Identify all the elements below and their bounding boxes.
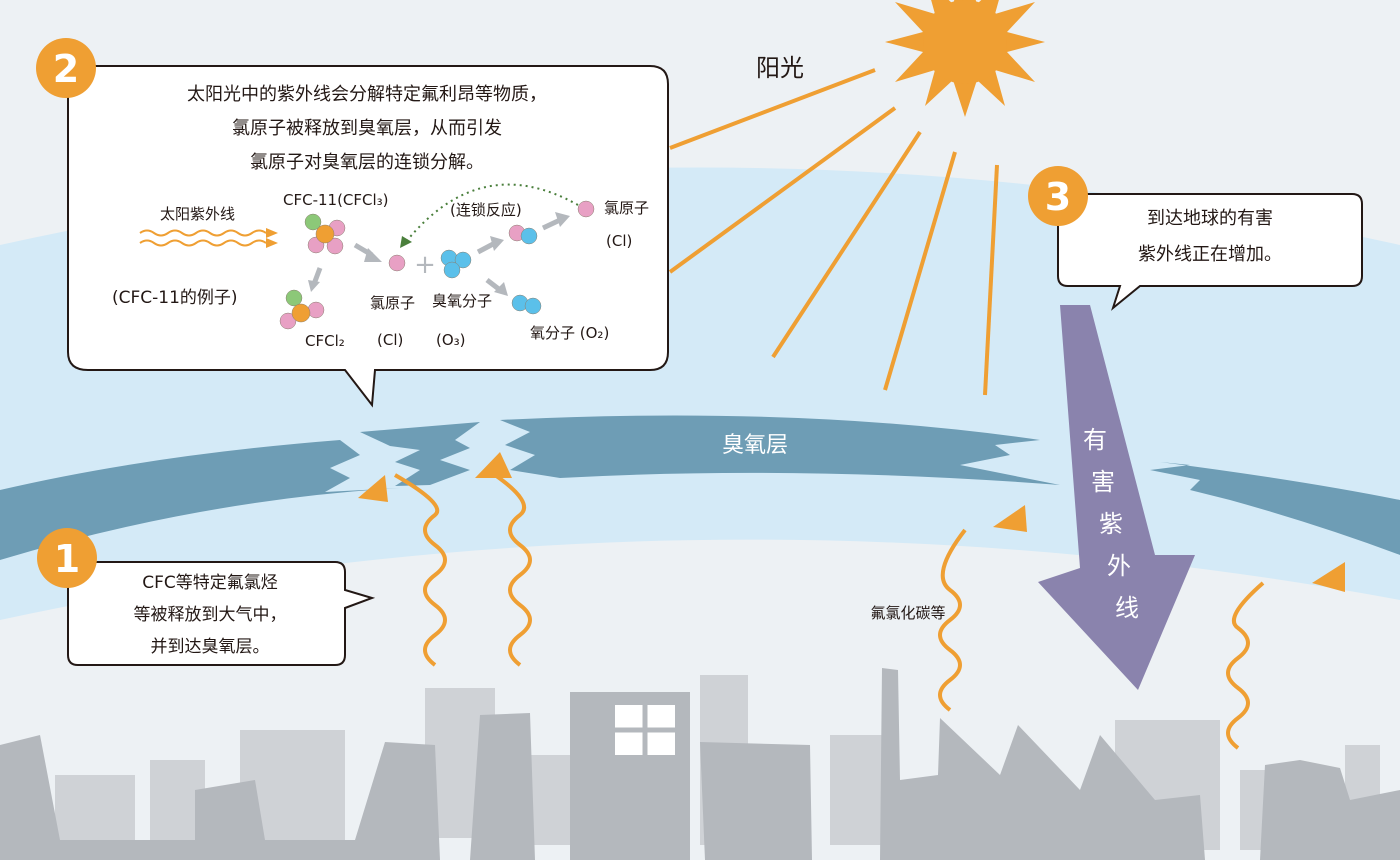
svg-text:氯原子对臭氧层的连锁分解。: 氯原子对臭氧层的连锁分解。 xyxy=(250,152,484,173)
sun-rays xyxy=(668,68,999,396)
svg-text:(连锁反应): (连锁反应) xyxy=(450,201,522,219)
svg-text:3: 3 xyxy=(1045,175,1071,219)
arrowhead-icons xyxy=(358,452,1345,592)
city-skyline xyxy=(0,668,1400,860)
svg-text:CFCl₂: CFCl₂ xyxy=(305,332,345,350)
svg-text:线: 线 xyxy=(1115,594,1139,622)
harmful-uv-arrow xyxy=(1038,305,1195,690)
svg-text:紫外线正在增加。: 紫外线正在增加。 xyxy=(1138,244,1282,265)
svg-text:CFC-11(CFCl₃): CFC-11(CFCl₃) xyxy=(283,191,389,209)
cfc-rising-arrows xyxy=(394,473,1265,750)
step-1-badge xyxy=(37,528,97,588)
ozone-layer-label: 臭氧层 xyxy=(722,433,788,458)
svg-text:氯原子: 氯原子 xyxy=(604,199,649,217)
callout-1: CFC等特定氟氯烃 等被释放到大气中， 并到达臭氧层。 1 xyxy=(37,528,376,666)
svg-text:(Cl): (Cl) xyxy=(377,331,403,349)
svg-text:CFC等特定氟氯烃: CFC等特定氟氯烃 xyxy=(142,573,278,593)
svg-text:太阳紫外线: 太阳紫外线 xyxy=(160,205,235,223)
svg-text:+: + xyxy=(414,250,436,280)
svg-text:害: 害 xyxy=(1091,468,1115,496)
svg-text:(CFC-11的例子): (CFC-11的例子) xyxy=(112,288,238,308)
svg-text:(Cl): (Cl) xyxy=(606,232,632,250)
svg-text:并到达臭氧层。: 并到达臭氧层。 xyxy=(151,637,270,657)
cfc-label: 氟氯化碳等 xyxy=(870,604,945,622)
sunlight-label: 阳光 xyxy=(756,54,804,82)
step-2-badge xyxy=(36,38,96,98)
svg-text:有: 有 xyxy=(1083,426,1107,454)
sun-icon xyxy=(885,0,1045,117)
svg-text:外: 外 xyxy=(1107,552,1131,580)
callout-3: 到达地球的有害 紫外线正在增加。 3 xyxy=(1028,166,1363,311)
svg-text:1: 1 xyxy=(54,537,80,581)
callout-2: 太阳光中的紫外线会分解特定氟利昂等物质， 氯原子被释放到臭氧层，从而引发 氯原子… xyxy=(36,38,669,408)
ozone-layer xyxy=(0,415,1400,560)
svg-text:氯原子: 氯原子 xyxy=(370,294,415,312)
svg-text:太阳光中的紫外线会分解特定氟利昂等物质，: 太阳光中的紫外线会分解特定氟利昂等物质， xyxy=(187,84,547,105)
svg-text:氧分子 (O₂): 氧分子 (O₂) xyxy=(530,324,609,342)
svg-text:臭氧分子: 臭氧分子 xyxy=(432,292,492,310)
step-3-badge xyxy=(1028,166,1088,226)
svg-text:紫: 紫 xyxy=(1099,510,1123,538)
svg-text:2: 2 xyxy=(53,47,79,91)
chain-reaction-arrow xyxy=(404,183,579,244)
svg-text:到达地球的有害: 到达地球的有害 xyxy=(1147,208,1273,229)
harmful-uv-label: 有 害 紫 外 线 xyxy=(1083,426,1139,622)
svg-text:(O₃): (O₃) xyxy=(436,331,466,349)
svg-text:等被释放到大气中，: 等被释放到大气中， xyxy=(134,605,287,625)
svg-text:氯原子被释放到臭氧层，从而引发: 氯原子被释放到臭氧层，从而引发 xyxy=(232,118,502,139)
molecule-icons xyxy=(279,200,595,330)
uv-wave-icon xyxy=(139,229,267,247)
